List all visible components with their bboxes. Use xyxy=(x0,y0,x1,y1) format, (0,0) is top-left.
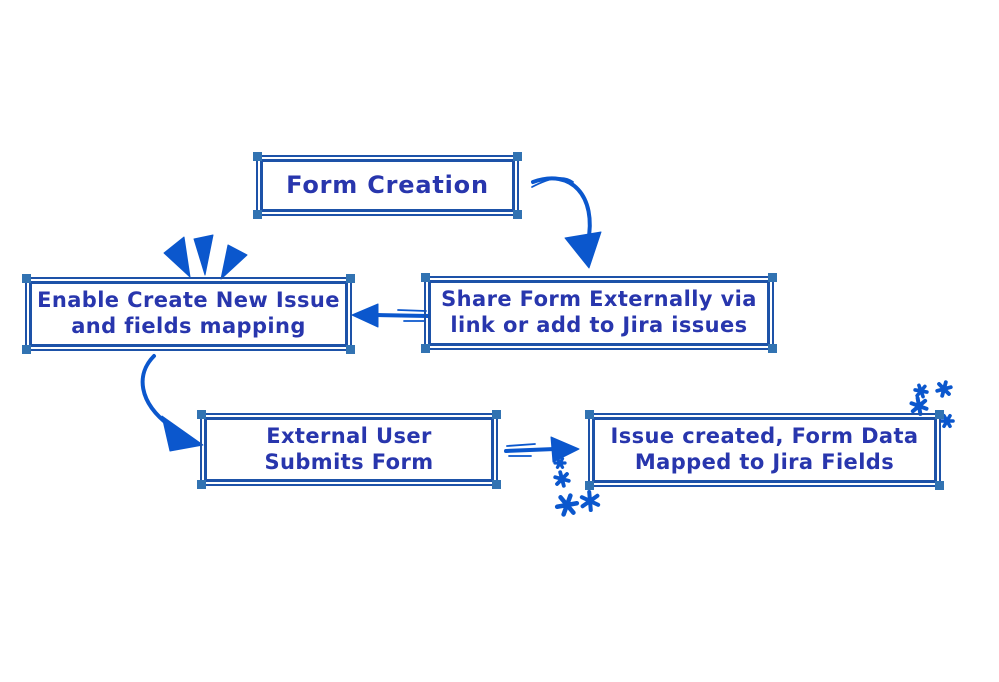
connector-enable-create-issue-to-external-user-submits xyxy=(140,354,204,452)
node-label: Share Form Externally via link or add to… xyxy=(441,287,757,337)
node-form-creation: Form Creation xyxy=(253,152,522,219)
resize-handle-icon xyxy=(253,210,262,219)
resize-handle-icon xyxy=(421,344,430,353)
resize-handle-icon xyxy=(585,410,594,419)
node-label: Form Creation xyxy=(286,170,489,199)
connector-external-user-submits-to-issue-created xyxy=(504,436,580,463)
resize-handle-icon xyxy=(513,210,522,219)
resize-handle-icon xyxy=(768,273,777,282)
arrow-head-down-icon xyxy=(564,231,602,269)
resize-handle-icon xyxy=(935,410,944,419)
burst-icon xyxy=(163,234,248,280)
resize-handle-icon xyxy=(22,274,31,283)
resize-handle-icon xyxy=(197,410,206,419)
resize-handle-icon xyxy=(22,345,31,354)
resize-handle-icon xyxy=(492,480,501,489)
resize-handle-icon xyxy=(421,273,430,282)
resize-handle-icon xyxy=(346,345,355,354)
node-label: External User Submits Form xyxy=(264,423,434,474)
resize-handle-icon xyxy=(492,410,501,419)
node-issue-created: Issue created, Form Data Mapped to Jira … xyxy=(585,410,944,490)
resize-handle-icon xyxy=(585,481,594,490)
node-share-form: Share Form Externally via link or add to… xyxy=(421,273,777,353)
connector-share-form-to-enable-create-issue xyxy=(351,303,430,328)
resize-handle-icon xyxy=(197,480,206,489)
arrow-head-right-icon xyxy=(161,415,204,452)
resize-handle-icon xyxy=(513,152,522,161)
resize-handle-icon xyxy=(768,344,777,353)
connector-form-creation-to-share-form xyxy=(531,176,602,269)
node-label: Enable Create New Issue and fields mappi… xyxy=(37,288,340,338)
resize-handle-icon xyxy=(253,152,262,161)
resize-handle-icon xyxy=(935,481,944,490)
node-enable-create-issue: Enable Create New Issue and fields mappi… xyxy=(22,274,355,354)
arrow-head-left-icon xyxy=(351,303,379,328)
arrow-head-right-icon xyxy=(550,436,580,463)
node-external-user-submits: External User Submits Form xyxy=(197,410,501,489)
node-label: Issue created, Form Data Mapped to Jira … xyxy=(610,424,919,474)
resize-handle-icon xyxy=(346,274,355,283)
